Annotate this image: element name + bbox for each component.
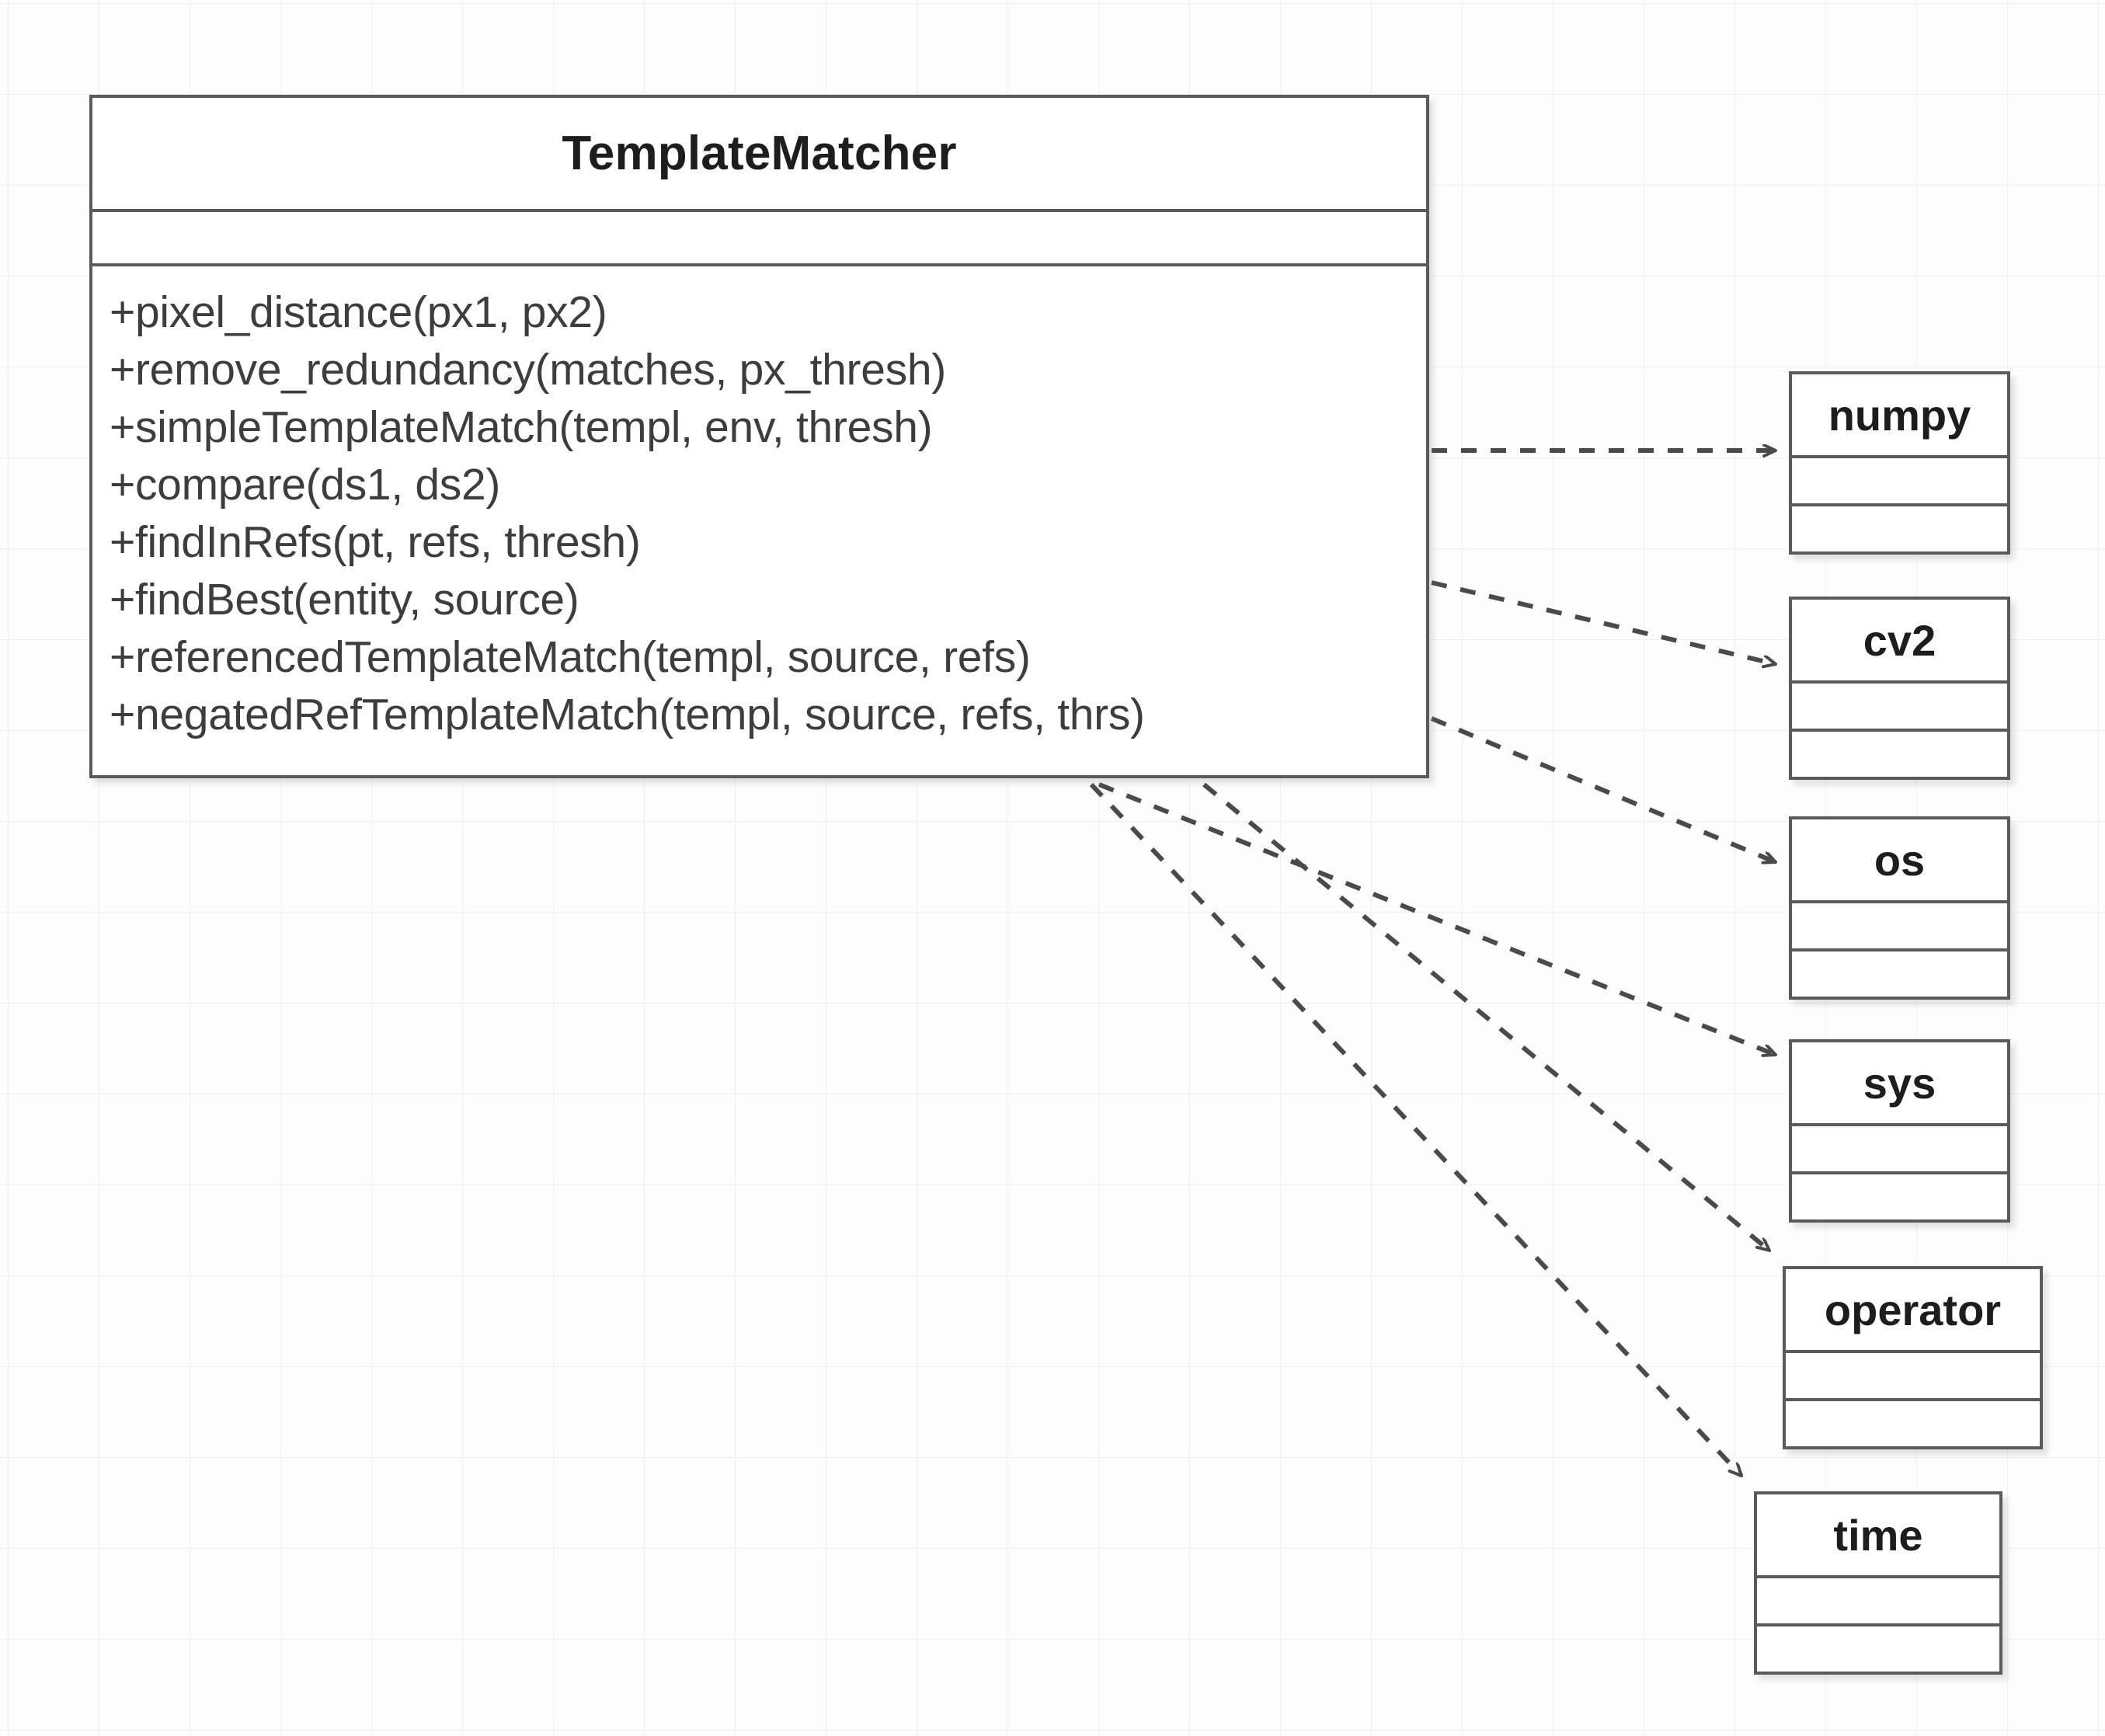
module-separator-2 (1786, 1398, 2040, 1401)
class-methods-compartment: +pixel_distance(px1, px2) +remove_redund… (92, 266, 1426, 775)
class-name-label: TemplateMatcher (562, 127, 957, 180)
dependency-edge-sys (1098, 782, 1776, 1055)
module-name-label: operator (1824, 1285, 2002, 1334)
module-compartment-2 (1757, 1626, 1999, 1672)
module-compartment-2 (1792, 951, 2007, 997)
module-separator-1 (1786, 1350, 2040, 1353)
method-row: +referencedTemplateMatch(templ, source, … (110, 632, 1031, 682)
dependency-edge-os (1430, 716, 1776, 865)
module-name-label: numpy (1828, 390, 1971, 440)
method-row: +compare(ds1, ds2) (110, 460, 501, 510)
module-separator-2 (1757, 1623, 1999, 1626)
class-title-separator (92, 209, 1426, 212)
module-compartment-1 (1786, 1353, 2040, 1398)
module-compartment-2 (1792, 732, 2007, 777)
module-compartment-2 (1792, 1174, 2007, 1219)
module-compartment-1 (1757, 1578, 1999, 1623)
uml-module-cv2[interactable]: cv2 (1789, 597, 2010, 780)
module-compartment-1 (1792, 458, 2007, 503)
module-separator-1 (1792, 900, 2007, 903)
method-row: +remove_redundancy(matches, px_thresh) (110, 345, 946, 395)
dependency-edge-operator (1202, 782, 1769, 1253)
module-separator-1 (1792, 1123, 2007, 1126)
class-attributes-compartment (92, 212, 1426, 263)
module-separator-2 (1792, 1171, 2007, 1174)
module-separator-1 (1792, 455, 2007, 458)
module-name-label: cv2 (1863, 615, 1936, 665)
uml-class-template-matcher[interactable]: TemplateMatcher +pixel_distance(px1, px2… (89, 95, 1429, 778)
module-compartment-1 (1792, 1126, 2007, 1171)
module-separator-1 (1757, 1575, 1999, 1578)
uml-module-operator[interactable]: operator (1783, 1266, 2043, 1449)
module-compartment-1 (1792, 903, 2007, 948)
method-row: +negatedRefTemplateMatch(templ, source, … (110, 690, 1145, 739)
module-compartment-1 (1792, 684, 2007, 729)
module-separator-2 (1792, 729, 2007, 732)
module-separator-2 (1792, 503, 2007, 506)
uml-module-os[interactable]: os (1789, 816, 2010, 1000)
module-compartment-2 (1792, 506, 2007, 551)
uml-module-time[interactable]: time (1754, 1491, 2002, 1675)
method-row: +pixel_distance(px1, px2) (110, 287, 607, 337)
method-row: +findBest(entity, source) (110, 575, 579, 624)
dependency-edge-cv2 (1431, 580, 1776, 664)
module-name-label: os (1874, 835, 1926, 885)
module-name-label: time (1833, 1510, 1923, 1560)
method-row: +findInRefs(pt, refs, thresh) (110, 517, 641, 567)
module-name-label: sys (1863, 1058, 1936, 1108)
module-compartment-2 (1786, 1401, 2040, 1446)
module-separator-2 (1792, 948, 2007, 951)
dependency-edge-time (1089, 782, 1744, 1478)
uml-module-numpy[interactable]: numpy (1789, 371, 2010, 555)
uml-module-sys[interactable]: sys (1789, 1039, 2010, 1223)
method-row: +simpleTemplateMatch(templ, env, thresh) (110, 402, 933, 452)
class-attributes-separator (92, 263, 1426, 266)
module-separator-1 (1792, 680, 2007, 684)
